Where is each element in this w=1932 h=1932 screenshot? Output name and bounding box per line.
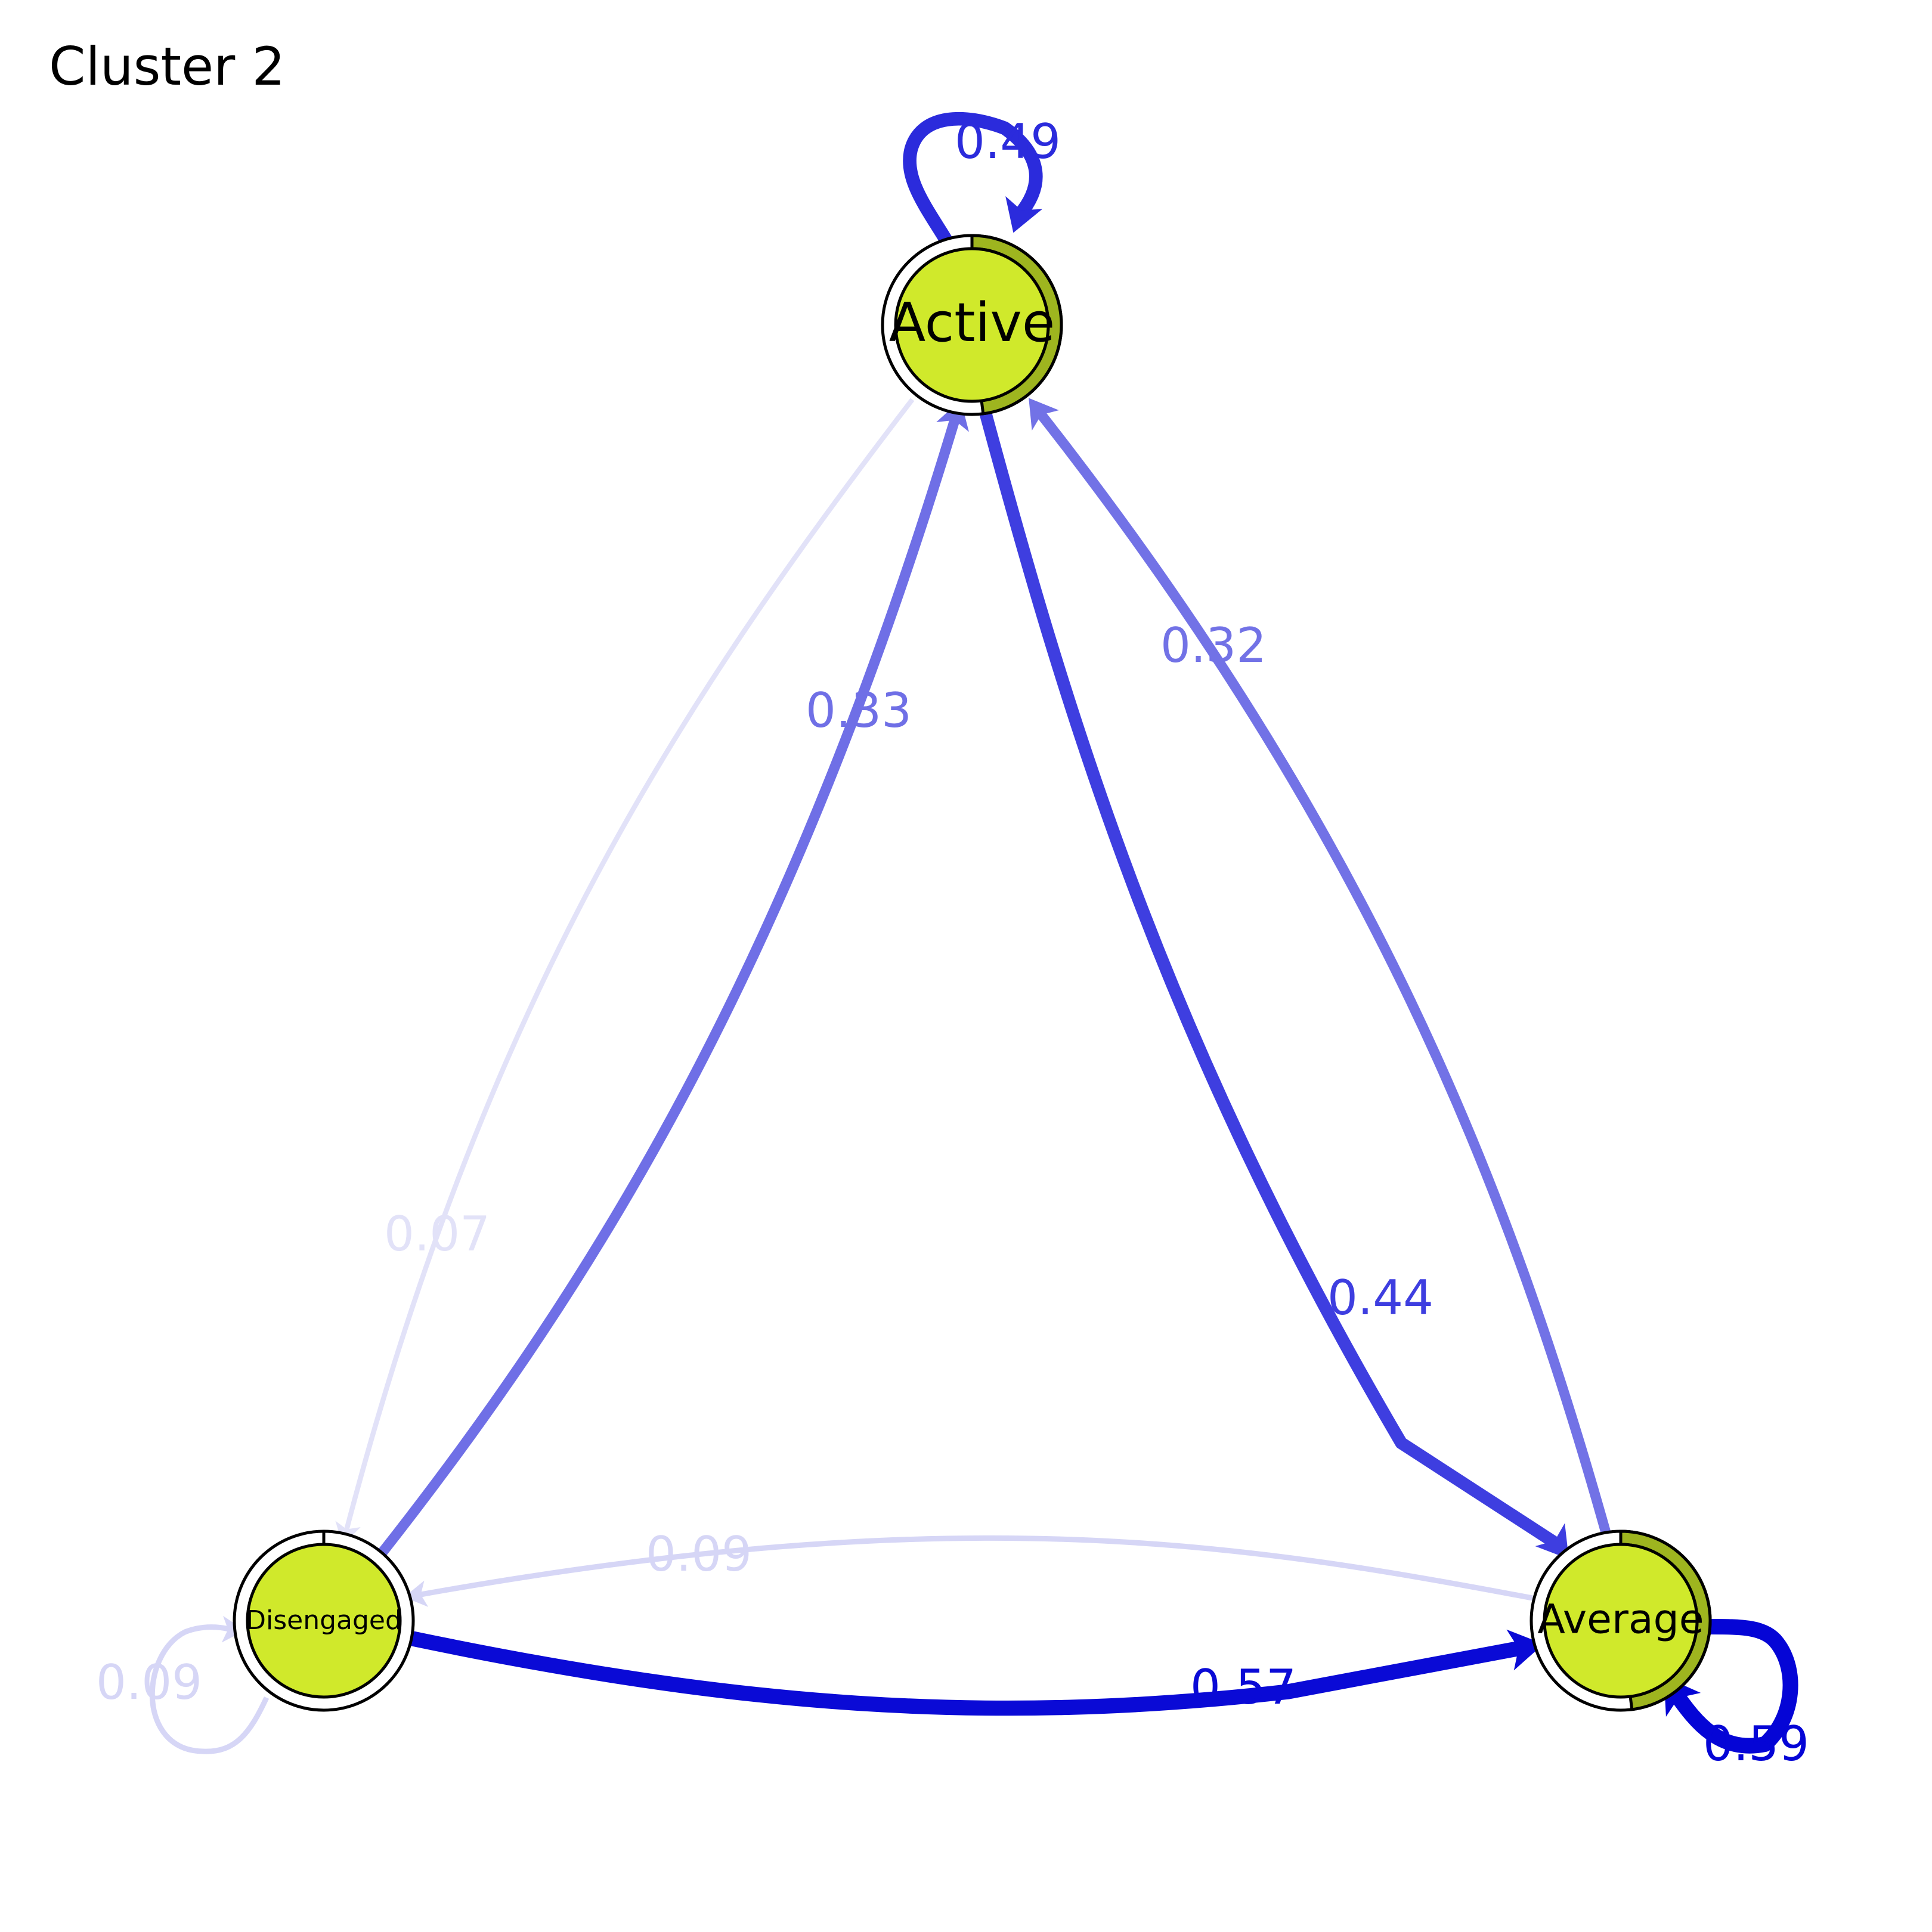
edge-label-average-disengaged: 0.09 <box>646 1527 752 1582</box>
edge-label-active-average: 0.44 <box>1327 1270 1433 1326</box>
node-label-disengaged: Disengaged <box>246 1605 402 1636</box>
edge-line-average-average <box>1669 1618 1798 1754</box>
edge-arrowhead-average-disengaged <box>404 1580 429 1607</box>
edge-line-average-disengaged <box>417 1535 1533 1601</box>
node-circle-active <box>894 247 1050 403</box>
edge-line-average-active <box>1035 408 1611 1534</box>
edge-line-active-average <box>979 410 1561 1550</box>
edge-disengaged-average <box>411 1629 1544 1716</box>
edge-label-disengaged-active: 0.33 <box>806 683 912 738</box>
edge-label-average-average: 0.59 <box>1703 1716 1809 1772</box>
node-circle-average <box>1543 1543 1699 1699</box>
node-circle-disengaged <box>246 1543 402 1699</box>
edge-line-disengaged-average <box>411 1631 1525 1716</box>
node-active: Active <box>881 234 1063 416</box>
node-label-active: Active <box>889 292 1055 354</box>
edge-line-disengaged-active <box>377 414 961 1557</box>
node-average: Average <box>1530 1530 1712 1712</box>
edge-line-active-active <box>903 112 1043 245</box>
edge-label-average-active: 0.32 <box>1160 618 1267 673</box>
edge-line-active-disengaged <box>343 398 915 1534</box>
edge-label-active-active: 0.49 <box>955 114 1061 169</box>
edge-active-average <box>979 410 1569 1559</box>
node-label-average: Average <box>1537 1596 1704 1643</box>
edge-line-disengaged-disengaged <box>149 1624 270 1754</box>
edge-active-disengaged <box>335 398 915 1546</box>
node-disengaged: Disengaged <box>233 1530 415 1712</box>
edge-average-active <box>1029 398 1611 1534</box>
edge-label-disengaged-disengaged: 0.09 <box>96 1655 202 1710</box>
edge-arrowhead-disengaged-average <box>1506 1629 1544 1671</box>
edge-arrowhead-active-active <box>1005 196 1042 233</box>
edge-label-disengaged-average: 0.57 <box>1190 1659 1296 1715</box>
edge-labels-layer: 0.49 0.44 0.32 0.33 0.07 0.09 0.57 0.09 0.59 <box>96 114 1809 1772</box>
edge-label-active-disengaged: 0.07 <box>384 1206 490 1262</box>
edges-layer <box>149 112 1798 1754</box>
edge-active-active <box>903 112 1043 245</box>
edge-disengaged-active <box>377 400 969 1557</box>
edge-arrowhead-active-average <box>1535 1523 1569 1559</box>
edge-average-disengaged <box>404 1535 1533 1607</box>
edge-arrowhead-average-active <box>1029 398 1059 431</box>
diagram-title: Cluster 2 <box>49 36 286 97</box>
